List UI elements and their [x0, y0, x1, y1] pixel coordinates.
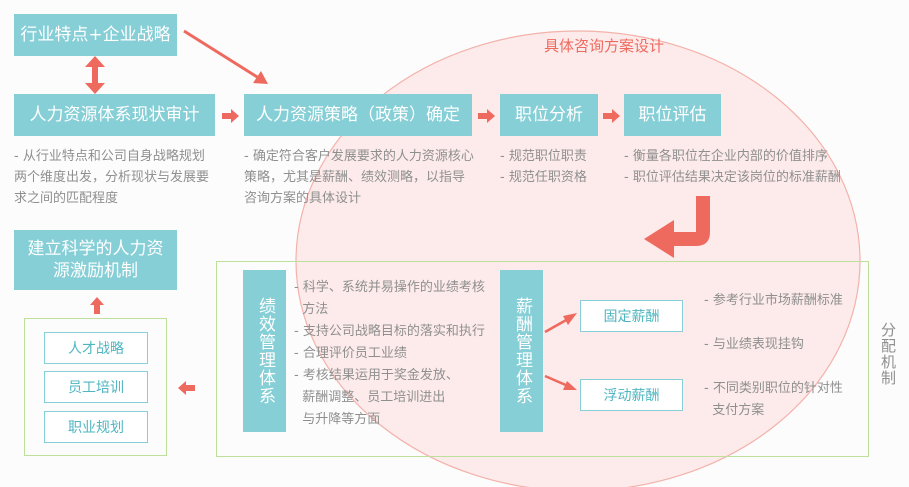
industry-strategy-box: 行业特点+企业战略 [14, 14, 177, 56]
job-analysis-box: 职位分析 [500, 94, 598, 136]
fan-arrow-icons [544, 313, 577, 390]
compensation-system-box: 薪酬管理体系 [500, 270, 543, 432]
performance-item: 薪酬调整、员工培训进出 [294, 390, 446, 405]
compensation-note: - 与业绩表现挂钩 [704, 337, 804, 352]
compensation-note: - 不同类别职位的针对性 [704, 381, 843, 396]
performance-system-box: 绩效管理体系 [243, 270, 286, 432]
analysis-description: - 规范职位职责 - 规范任职资格 [500, 146, 620, 188]
hr-strategy-box: 人力资源策略（政策）确定 [244, 94, 472, 136]
audit-description: - 从行业特点和公司自身战略规划两个维度出发，分析现状与发展要求之间的匹配程度 [14, 149, 210, 206]
career-planning-item: 职业规划 [44, 411, 148, 443]
hr-audit-box: 人力资源体系现状审计 [14, 94, 215, 136]
incentive-items-frame [24, 318, 167, 456]
performance-list: - 科学、系统并易操作的业绩考核 方法 - 支持公司战略目标的落实和执行 - 合… [294, 277, 494, 431]
analysis-item: - 规范职位职责 [500, 149, 587, 164]
management-system-frame [216, 261, 869, 457]
incentive-mechanism-box: 建立科学的人力资源激励机制 [14, 230, 177, 290]
distribution-mechanism-label: 分配机制 [879, 322, 897, 386]
flow-arrow-icons [90, 109, 620, 395]
talent-strategy-item: 人才战略 [44, 332, 148, 364]
double-arrow-icon [85, 56, 105, 94]
evaluation-item: - 职位评估结果决定该岗位的标准薪酬 [624, 170, 841, 185]
floating-pay-box: 浮动薪酬 [580, 379, 683, 411]
staff-training-item: 员工培训 [44, 371, 148, 403]
evaluation-item: - 衡量各职位在企业内部的价值排序 [624, 149, 828, 164]
performance-item: - 考核结果运用于奖金发放、 [294, 368, 459, 383]
fixed-pay-box: 固定薪酬 [580, 300, 683, 332]
diagonal-arrow-icon [183, 29, 268, 84]
consulting-design-label: 具体咨询方案设计 [544, 37, 665, 55]
curved-return-arrow-icon [644, 196, 710, 258]
performance-item: 方法 [294, 302, 329, 317]
evaluation-description: - 衡量各职位在企业内部的价值排序 - 职位评估结果决定该岗位的标准薪酬 [624, 146, 864, 188]
performance-item: - 科学、系统并易操作的业绩考核 [294, 280, 485, 295]
analysis-item: - 规范任职资格 [500, 170, 587, 185]
performance-item: 与升降等方面 [294, 412, 381, 427]
performance-item: - 合理评价员工业绩 [294, 346, 407, 361]
compensation-note: 支付方案 [704, 403, 765, 418]
compensation-note: - 参考行业市场薪酬标准 [704, 293, 843, 308]
strategy-description: - 确定符合客户发展要求的人力资源核心策略，尤其是薪酬、绩效测略，以指导咨询方案… [244, 149, 474, 206]
performance-item: - 支持公司战略目标的落实和执行 [294, 324, 485, 339]
job-evaluation-box: 职位评估 [624, 94, 721, 136]
